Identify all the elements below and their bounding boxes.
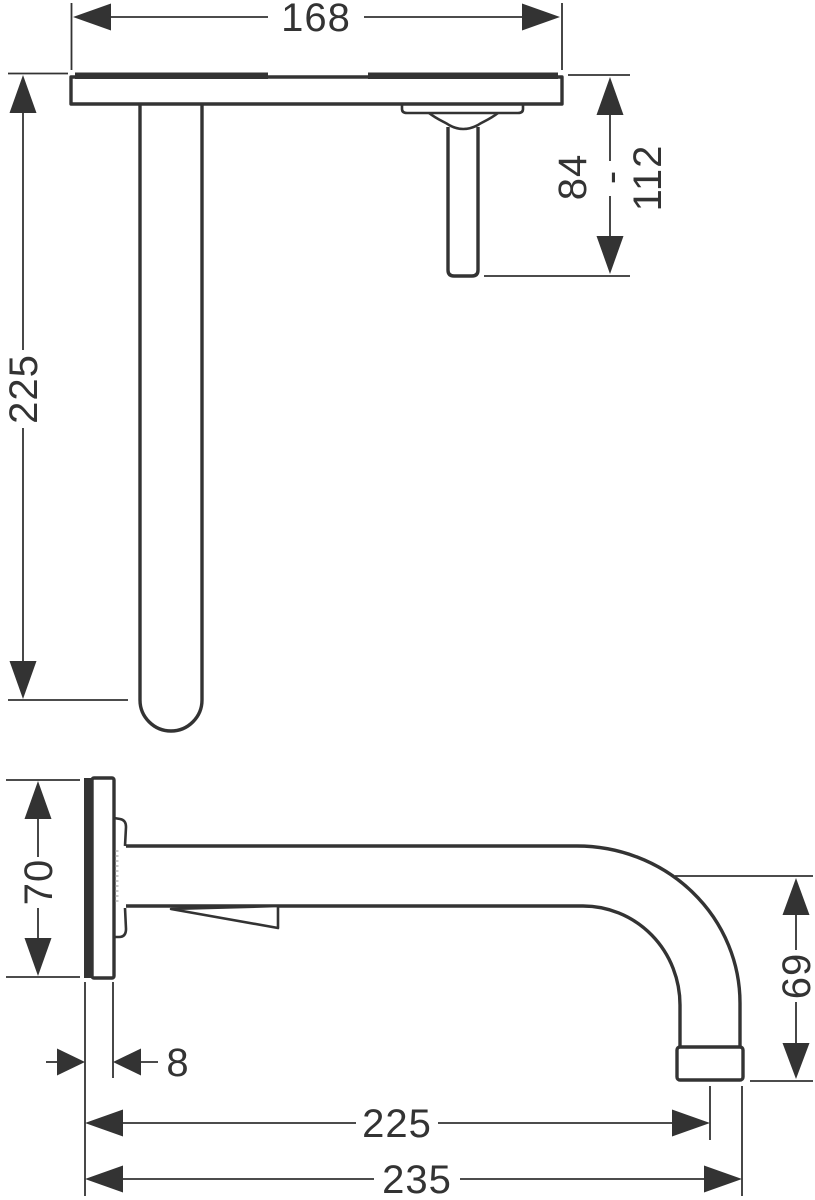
plate-top-strip-left [75,72,268,79]
arrowhead-down [596,236,624,274]
plate-body [90,776,116,980]
dim-label-spout-drop: 69 [775,953,815,1000]
spout-top-view [400,104,525,278]
dim-label-reach-center: 225 [362,1102,432,1146]
dim-plate-height: 70 [6,779,80,978]
arrowhead-left [73,3,111,31]
dim-label-handle-length: 225 [2,354,46,424]
dim-label-plate-thickness: 8 [166,1041,189,1085]
spout-inner-edge [126,904,682,1047]
arrowhead-left [85,1109,123,1137]
dim-label-plate-height: 70 [17,859,61,906]
dim-label-range-separator: - [589,170,633,184]
spout-side-view [126,844,745,1082]
arrowhead-down [782,1043,810,1079]
top-view: 168 225 [2,0,670,733]
spout-tube [446,127,480,278]
spout-cone [428,111,499,131]
plate-body [69,75,564,106]
arrowhead-up [24,781,52,819]
clip-top [113,816,128,847]
dim-plate-thickness: 8 [46,982,189,1196]
dim-reach-center: 225 [85,1086,711,1146]
wall-plate-top-view [69,72,564,106]
dim-spout-drop: 69 [675,875,815,1082]
arrowhead-down [9,661,37,699]
dim-overall-depth: 235 [85,1086,743,1200]
aerator [675,1045,745,1082]
arrowhead-right [704,1165,742,1193]
arrowhead-right [522,3,560,31]
wall-plate-side-view [84,776,128,980]
plate-top-strip-right [368,72,558,79]
lever-handle-top-view [138,104,204,733]
arrowhead-up [596,77,624,115]
side-view: 70 8 69 225 [6,776,815,1200]
dim-label-spout-max: 112 [626,145,670,212]
lever-tip-side-view [169,904,280,930]
arrowhead-left [113,1048,141,1076]
spout-flange [400,104,525,115]
arrowhead-down [24,938,52,976]
spout-outer-edge [126,844,742,1047]
arrowhead-up [9,75,37,113]
dim-label-overall-depth: 235 [382,1158,452,1200]
dim-handle-length: 225 [2,72,128,701]
arrowhead-up [782,878,810,915]
arrowhead-right [57,1048,85,1076]
dim-label-spout-min: 84 [551,154,595,201]
arrowhead-left [85,1165,123,1193]
dim-spout-range: 84 - 112 [484,74,670,277]
arrowhead-right [672,1109,710,1137]
dim-label-plate-width: 168 [281,0,351,40]
dim-plate-width: 168 [70,0,563,70]
wall-mount-bar [84,778,92,978]
clip-bottom [114,907,128,939]
